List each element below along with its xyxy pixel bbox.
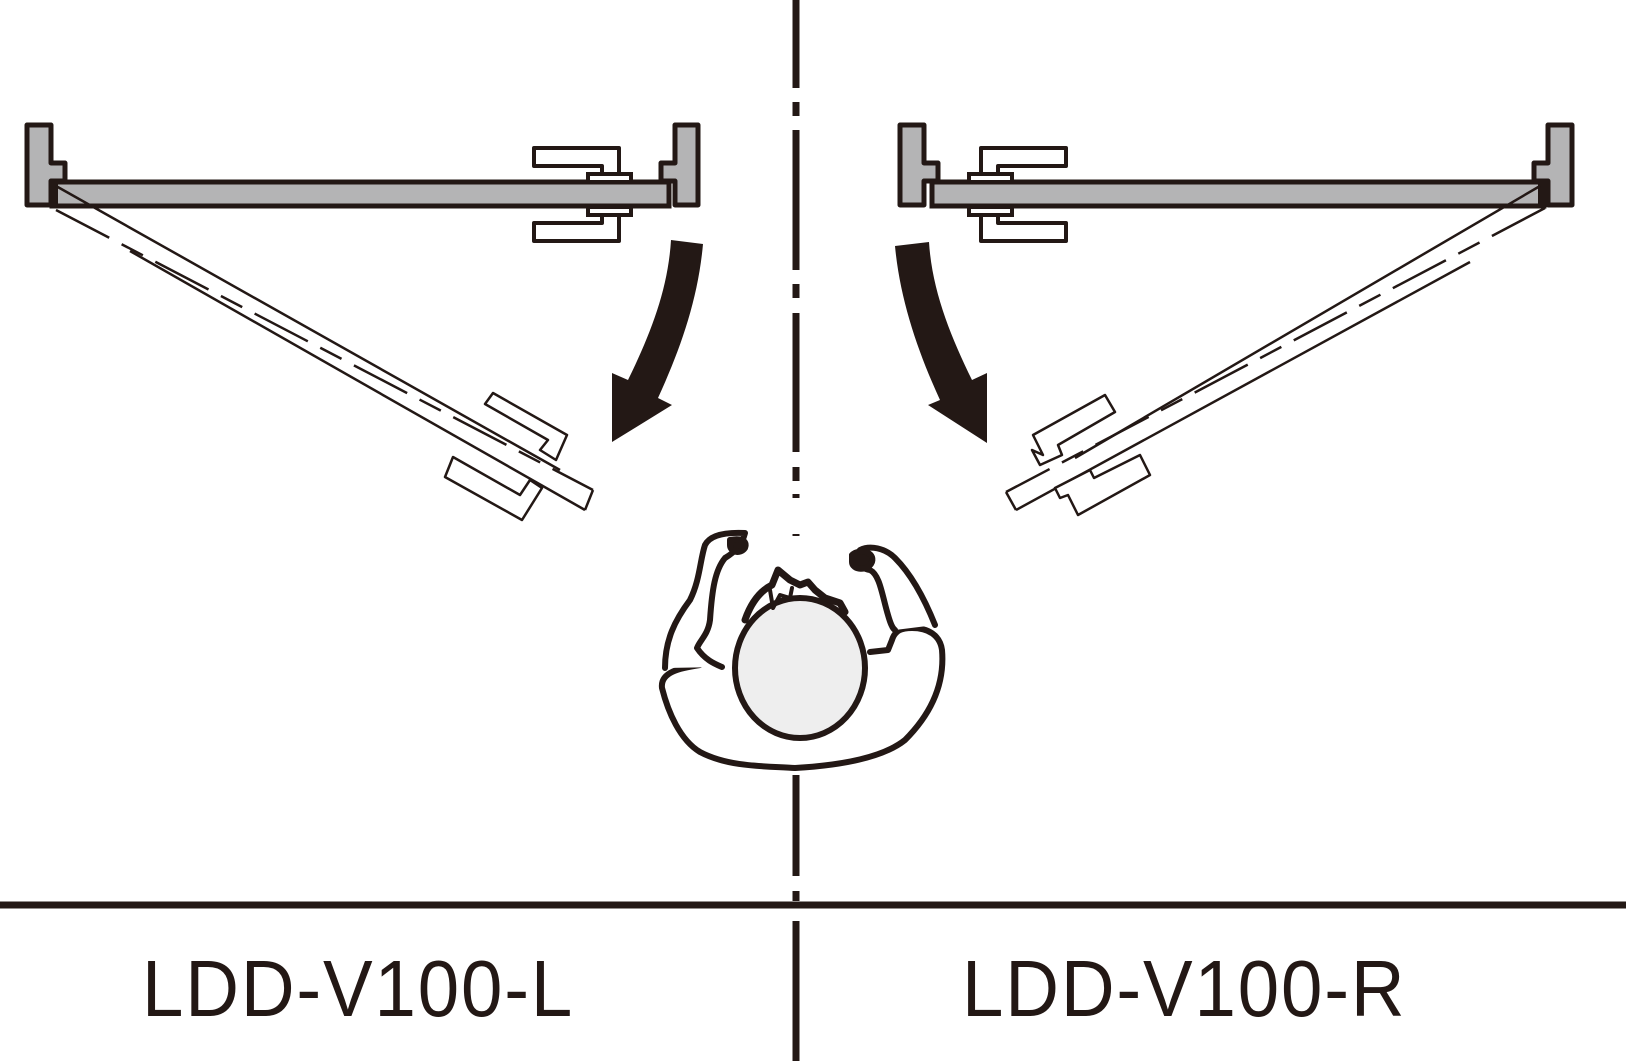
model-label-left: LDD-V100-L — [142, 944, 575, 1033]
open-door-edge-solid-2 — [1015, 260, 1471, 512]
open-door-edge-solid-2 — [129, 249, 586, 512]
open-lever-handle-bottom — [1053, 453, 1152, 517]
right-panel — [895, 122, 1575, 517]
escutcheon-bottom — [586, 205, 633, 217]
model-label-right: LDD-V100-R — [962, 944, 1407, 1033]
right-frame-jamb — [658, 122, 701, 208]
open-door-edge-solid — [1074, 184, 1541, 460]
swing-arrow-icon — [895, 242, 987, 443]
hinge-block — [1538, 180, 1546, 208]
escutcheon-top — [967, 172, 1014, 184]
escutcheon-bottom — [967, 205, 1014, 217]
left-fist — [727, 536, 749, 555]
open-door-edge-dashed — [1005, 206, 1546, 494]
open-door-edge-solid — [55, 184, 561, 472]
escutcheon-top — [586, 172, 633, 184]
person-figure-icon — [658, 529, 946, 771]
closed-door-leaf — [49, 179, 672, 209]
left-panel — [24, 122, 703, 522]
open-door-end — [1004, 491, 1018, 511]
open-door-edge-dashed — [55, 208, 594, 492]
head — [732, 595, 868, 741]
open-lever-handle-top — [1030, 393, 1117, 467]
right-frame-jamb — [1531, 122, 1575, 208]
open-door-end — [583, 489, 595, 511]
hinge-block — [50, 180, 58, 208]
open-lever-handle-bottom — [443, 455, 544, 522]
swing-arrow-icon — [612, 240, 703, 442]
right-fist — [849, 548, 876, 572]
open-lever-handle-top — [483, 391, 569, 462]
hair-spike — [768, 586, 794, 610]
closed-door-leaf — [929, 179, 1547, 209]
hair-tuft — [741, 566, 849, 624]
